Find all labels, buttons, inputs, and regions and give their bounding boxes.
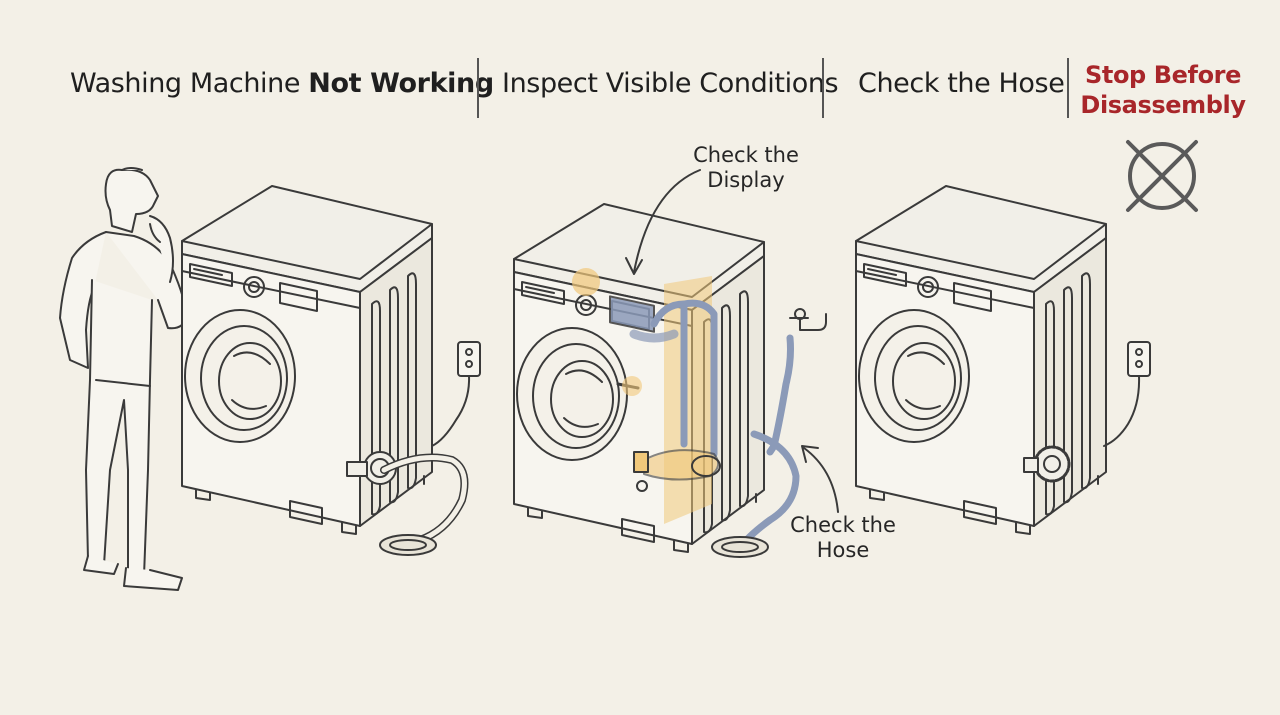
divider-2 bbox=[822, 58, 824, 118]
drain-hose-1 bbox=[379, 453, 469, 556]
display-arrow-head bbox=[625, 257, 643, 275]
washer-1 bbox=[181, 185, 433, 535]
step-2-title: Inspect Visible Conditions bbox=[502, 68, 839, 99]
hose-callout-arrow bbox=[803, 447, 839, 513]
person-figure bbox=[59, 167, 187, 591]
callout-check-display: Check the Display bbox=[693, 143, 799, 192]
washer-2 bbox=[513, 203, 765, 553]
step-3-title: Check the Hose bbox=[858, 68, 1065, 99]
step-4-line-1: Stop Before bbox=[1085, 61, 1241, 89]
washer-3 bbox=[855, 185, 1107, 535]
step-4-title: Stop Before Disassembly bbox=[1078, 60, 1248, 120]
wall-outlet-2 bbox=[1103, 341, 1151, 447]
display-callout-arrow bbox=[633, 169, 701, 273]
step-1-prefix: Washing Machine bbox=[70, 68, 309, 99]
hose-arrow-head bbox=[801, 445, 819, 463]
drain-hose-2 bbox=[711, 430, 800, 558]
step-4-line-2: Disassembly bbox=[1080, 91, 1246, 119]
divider-1 bbox=[477, 58, 479, 118]
prohibited-icon bbox=[1126, 140, 1198, 212]
step-1-emphasis: Not Working bbox=[308, 68, 494, 99]
step-1-title: Washing Machine Not Working bbox=[70, 68, 494, 99]
wall-outlet-1 bbox=[431, 341, 481, 447]
water-faucet bbox=[766, 308, 827, 456]
callout-check-hose: Check the Hose bbox=[790, 513, 896, 562]
step-header: Washing Machine Not Working Inspect Visi… bbox=[0, 48, 1280, 124]
divider-3 bbox=[1067, 58, 1069, 118]
